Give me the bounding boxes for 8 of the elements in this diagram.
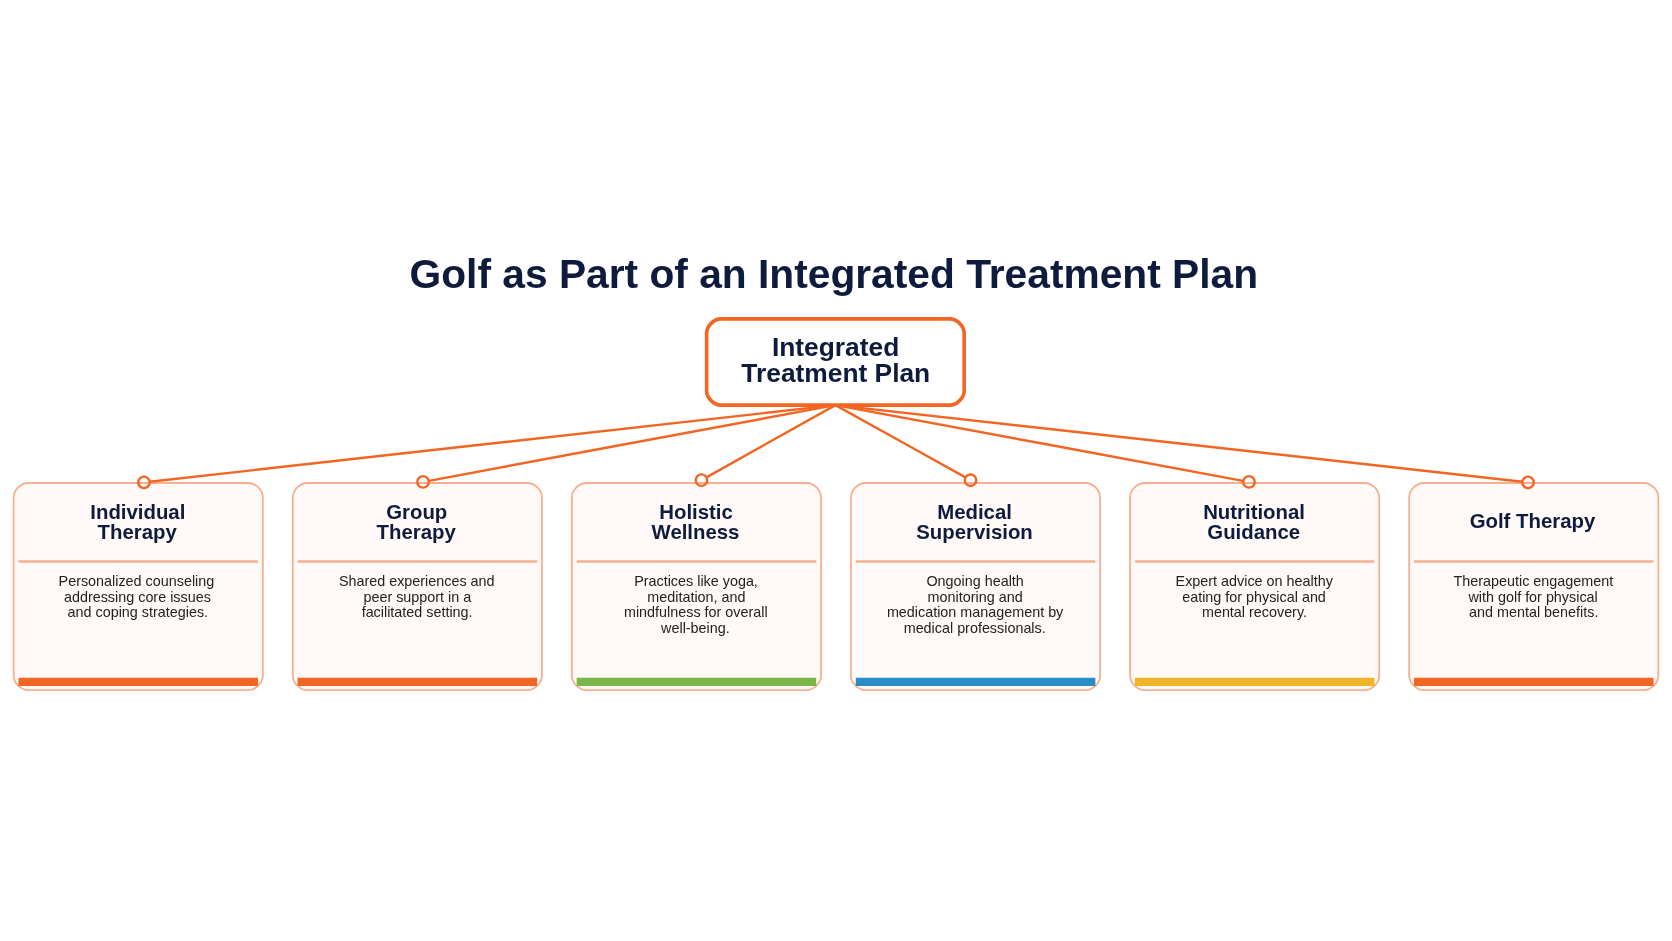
node-box: Nutritional Guidance Expert advice on healthy eating for physical and mental recovery. xyxy=(1129,481,1381,691)
node-box: Golf Therapy Therapeutic engagement with golf for physical and mental benefits. xyxy=(1408,481,1660,691)
node-box: Medical Supervision Ongoing health monitoring and medication management by medical professionals. xyxy=(850,481,1102,691)
diagram-title: Golf as Part of an Integrated Treatment Plan xyxy=(409,250,1259,297)
node-box: Holistic Wellness Practices like yoga, meditation, and mindfulness for overall well-being. xyxy=(570,481,822,691)
node-box: Group Therapy Shared experiences and peer support in a facilitated setting. xyxy=(291,481,543,691)
node-box: Individual Therapy Personalized counseling addressing core issues and coping strategies. xyxy=(12,481,264,691)
node-box: Integrated Treatment Plan xyxy=(704,316,966,407)
